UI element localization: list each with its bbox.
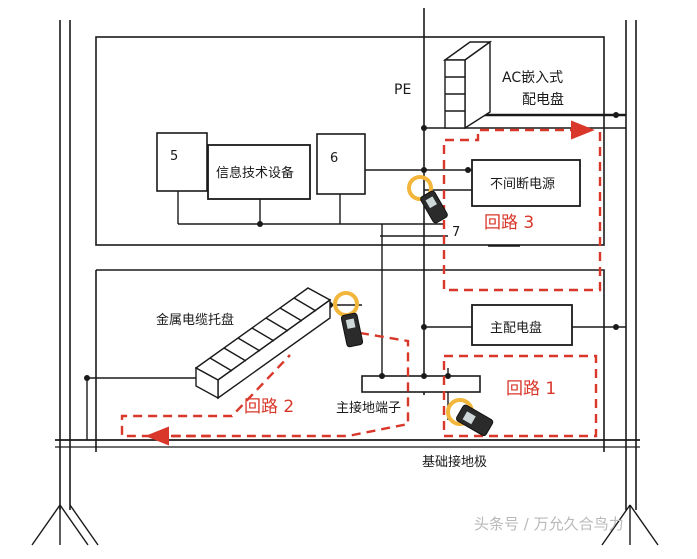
main-panel-label: 主配电盘 (490, 320, 542, 336)
upper-wiring (177, 169, 520, 376)
ac-panel-label-line2: 配电盘 (522, 91, 564, 108)
main-ground-terminal-label: 主接地端子 (336, 400, 401, 416)
loop-paths (120, 120, 602, 446)
loop-1-label: 回路 1 (506, 379, 556, 399)
lower-floor-frame (95, 269, 605, 452)
loop-2-label: 回路 2 (244, 397, 294, 417)
loop-2-path (120, 331, 410, 438)
it-equipment-box (207, 144, 311, 200)
ups-box (471, 159, 581, 207)
clamp-meter-icon (407, 175, 448, 224)
box-6 (316, 133, 366, 195)
ac-panel-label-line1: AC嵌入式 (502, 70, 563, 86)
foundation-ground-label: 基础接地极 (422, 454, 487, 470)
loop-3-label: 回路 3 (484, 213, 534, 233)
clamp-meter-icon (333, 291, 364, 348)
ground-tripod-icon (31, 504, 659, 546)
it-equipment-label: 信息技术设备 (216, 165, 294, 181)
loop-3-path (442, 120, 602, 292)
cable-tray-label: 金属电缆托盘 (156, 312, 234, 328)
building-walls (59, 20, 637, 510)
box-6-label: 6 (330, 151, 338, 166)
main-panel-box (471, 304, 573, 346)
watermark: 头条号 / 万允久合鸟力 (474, 515, 624, 533)
cable-tray-icon (194, 287, 332, 400)
loop-1-path (442, 354, 598, 438)
ac-panel-icon (442, 40, 493, 130)
box-5 (156, 132, 208, 192)
pe-label: PE (394, 82, 411, 98)
ups-label: 不间断电源 (490, 177, 555, 192)
clamp-meter-icon (446, 398, 494, 437)
main-ground-terminal-bar (361, 375, 481, 393)
upper-floor-frame (95, 36, 605, 246)
node-7-label: 7 (452, 225, 460, 240)
box-5-label: 5 (170, 149, 178, 164)
